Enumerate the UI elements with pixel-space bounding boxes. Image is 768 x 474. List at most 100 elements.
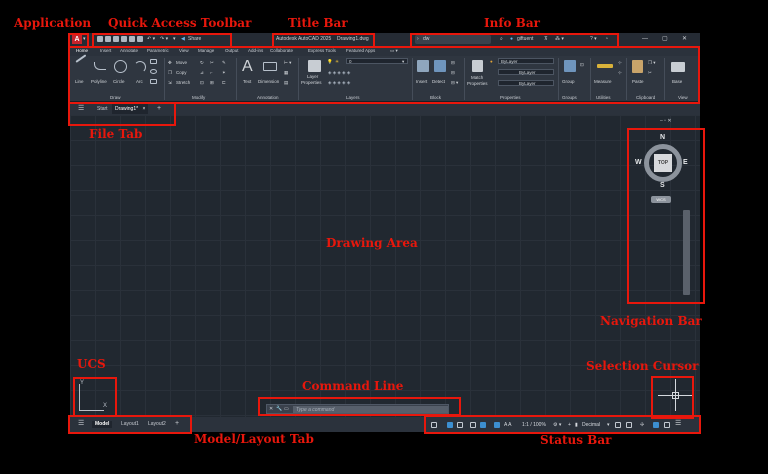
panel-block[interactable]: Block — [430, 95, 442, 100]
layer-tools-row2[interactable]: ◈ ◈ ◈ ◈ ◈ — [328, 80, 351, 85]
viewcube[interactable]: TOP N S E W — [635, 134, 688, 189]
tab-output[interactable]: Output — [225, 48, 239, 53]
copy-clip-icon[interactable]: ❐ ▾ — [648, 60, 656, 65]
model-space-icon[interactable] — [431, 422, 437, 428]
match-tool[interactable]: Match — [471, 75, 484, 80]
layout2-tab[interactable]: Layout2 — [148, 421, 166, 427]
drawing-canvas[interactable]: – ▫ ✕ — [70, 115, 700, 417]
base-tool[interactable]: Base — [672, 79, 683, 84]
edit-block-icon[interactable]: ⊟ — [451, 70, 455, 75]
tab-parametric[interactable]: Parametric — [147, 48, 169, 53]
menu-icon[interactable]: ☰ — [78, 105, 85, 112]
layer-properties-tool[interactable]: Properties — [301, 80, 322, 85]
tab-home[interactable]: Home — [76, 48, 89, 53]
redo-icon[interactable]: ↷ ▾ — [160, 36, 169, 42]
drawing-tab[interactable]: Drawing1* × — [112, 104, 149, 114]
tab-annotate[interactable]: Annotate — [120, 48, 139, 53]
detect-tool[interactable]: Detect — [432, 79, 446, 84]
ungroup-icon[interactable]: ⊡ — [580, 62, 584, 67]
circle-tool[interactable]: Circle — [113, 79, 125, 84]
layer-tool[interactable]: Layer — [307, 74, 319, 79]
polyline-icon[interactable] — [94, 62, 106, 70]
panel-draw[interactable]: Draw — [110, 95, 121, 100]
viewport-controls[interactable]: – ▫ ✕ — [660, 118, 672, 124]
user-icon[interactable]: ● — [510, 36, 514, 42]
panel-annotation[interactable]: Annotation — [257, 95, 279, 100]
copy-tool[interactable]: Copy — [176, 70, 187, 75]
ribbon-options-icon[interactable]: ▭ ▾ — [390, 48, 398, 53]
dimension-tool[interactable]: Dimension — [258, 79, 280, 84]
cut-icon[interactable]: ✂ — [648, 70, 652, 75]
stretch-tool[interactable]: Stretch — [176, 80, 191, 85]
save-icon[interactable] — [113, 36, 119, 42]
search-icon[interactable]: ⌕ — [500, 36, 503, 42]
ortho-icon[interactable] — [470, 422, 476, 428]
ellipse-icon[interactable] — [150, 69, 157, 74]
rotate-icon[interactable]: ↻ — [200, 60, 204, 65]
command-close-icon[interactable]: ✕ — [269, 406, 274, 412]
fillet-icon[interactable]: ⌐ — [210, 70, 213, 75]
array-icon[interactable]: ⊞ — [210, 80, 214, 85]
leader-icon[interactable]: ⊢ ▾ — [284, 60, 292, 65]
markup-icon[interactable]: ▤ — [284, 80, 289, 85]
model-tab[interactable]: Model — [92, 421, 113, 428]
paste-tool[interactable]: Paste — [632, 79, 644, 84]
text-icon[interactable]: A — [242, 58, 253, 75]
snap-icon[interactable] — [457, 422, 463, 428]
arc-icon[interactable] — [134, 61, 146, 73]
linetype-dropdown[interactable]: ByLayer — [498, 69, 554, 75]
start-tab[interactable]: Start — [97, 106, 108, 112]
base-icon[interactable] — [671, 62, 685, 72]
panel-modify[interactable]: Modify — [192, 95, 206, 100]
dimension-icon[interactable] — [263, 62, 277, 71]
tab-collaborate[interactable]: Collaborate — [270, 48, 294, 53]
tab-express-tools[interactable]: Express Tools — [308, 48, 336, 53]
new-icon[interactable] — [105, 36, 111, 42]
match-properties-tool[interactable]: Properties — [467, 81, 488, 86]
wrench-icon[interactable]: 🔧 — [276, 406, 283, 412]
layer-properties-icon[interactable] — [308, 60, 321, 72]
minimize-icon[interactable]: — — [642, 36, 648, 42]
explode-icon[interactable]: ✶ — [222, 70, 226, 75]
help-icon[interactable]: ? ▾ — [590, 36, 597, 42]
text-tool[interactable]: Text — [243, 79, 252, 84]
offset-icon[interactable]: ⊏ — [222, 80, 226, 85]
rectangle-icon[interactable] — [150, 59, 157, 64]
close-icon[interactable]: ✕ — [682, 36, 688, 42]
id-point-icon[interactable]: ⊹ — [618, 60, 622, 65]
new-layout-button[interactable]: + — [175, 420, 180, 427]
workspace-icon[interactable]: ✢ — [640, 422, 645, 428]
hardware-accel-icon[interactable] — [653, 422, 659, 428]
open-icon[interactable] — [97, 36, 103, 42]
panel-layers[interactable]: Layers — [346, 95, 360, 100]
trim-icon[interactable]: ✂ — [210, 60, 214, 65]
layout-menu-icon[interactable]: ☰ — [78, 420, 85, 427]
layout1-tab[interactable]: Layout1 — [121, 421, 139, 427]
chevron-down-icon[interactable]: ▾ — [83, 36, 86, 42]
panel-view[interactable]: View — [678, 95, 688, 100]
table-icon[interactable]: ▦ — [284, 70, 289, 75]
close-tab-icon[interactable]: × — [142, 106, 146, 112]
web-icon[interactable] — [129, 36, 135, 42]
grid-icon[interactable] — [447, 422, 453, 428]
settings-icon[interactable]: ⚙ ▾ — [553, 422, 562, 428]
undo-icon[interactable]: ↶ ▾ — [147, 36, 156, 42]
exchange-icon[interactable]: ⁂ ▾ — [555, 36, 564, 42]
panel-clipboard[interactable]: Clipboard — [636, 95, 656, 100]
annotation-scale[interactable]: 1:1 / 100% — [522, 422, 546, 428]
create-block-icon[interactable]: ⊟ — [451, 60, 455, 65]
arc-tool[interactable]: Arc — [136, 79, 143, 84]
tab-insert[interactable]: Insert — [100, 48, 112, 53]
maximize-icon[interactable]: ▢ — [662, 36, 668, 42]
compass-north[interactable]: N — [660, 134, 666, 141]
compass-ring[interactable] — [644, 144, 682, 182]
hatch-icon[interactable] — [150, 79, 157, 84]
layer-dropdown[interactable]: 0 ▾ — [346, 58, 408, 64]
plus-icon[interactable]: + — [568, 422, 571, 428]
prompt-icon[interactable]: ▭ — [284, 406, 289, 412]
compass-south[interactable]: S — [660, 182, 665, 189]
tab-view[interactable]: View — [179, 48, 189, 53]
viewcube-face[interactable]: TOP — [654, 154, 672, 172]
cart-icon[interactable]: ⊼ — [544, 36, 548, 42]
lineweight-dropdown[interactable]: ByLayer — [498, 80, 554, 86]
